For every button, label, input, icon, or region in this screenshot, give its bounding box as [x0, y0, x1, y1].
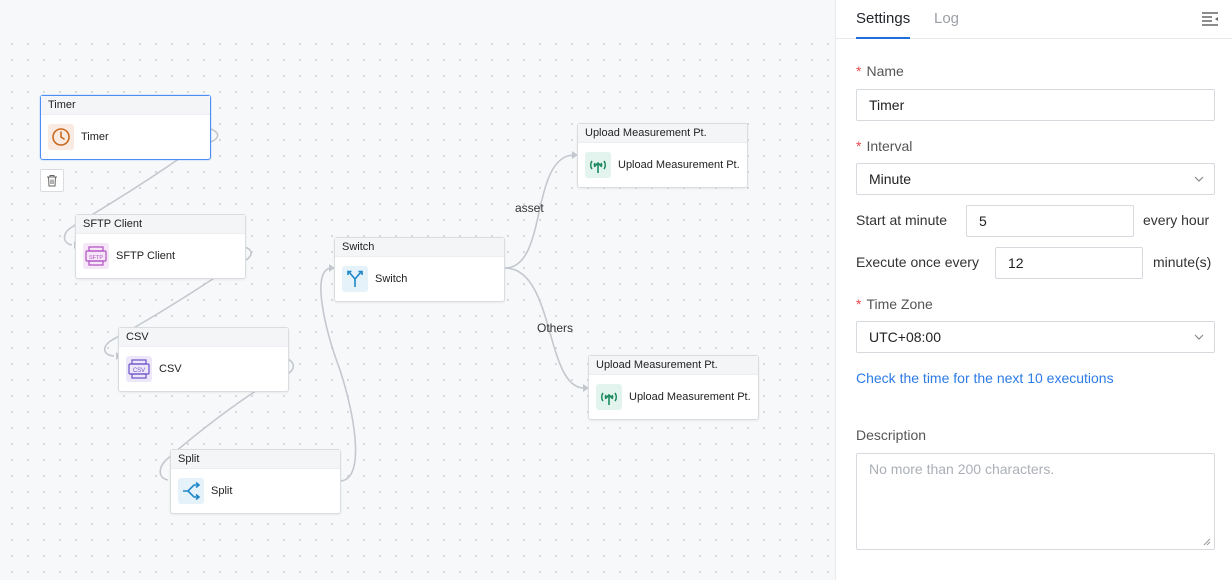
- node-label: Split: [211, 485, 233, 497]
- canvas-toolbar: [0, 0, 835, 42]
- upload-measurement-icon: [585, 152, 611, 178]
- collapse-panel-icon[interactable]: [1201, 11, 1219, 27]
- execute-every-label: Execute once every: [856, 254, 979, 270]
- timezone-label: *Time Zone: [856, 296, 933, 312]
- edge-switch-upload1: [504, 154, 574, 269]
- execute-every-input[interactable]: 12: [995, 247, 1143, 279]
- switch-icon: [342, 266, 368, 292]
- arrow-upload1: [572, 151, 578, 159]
- start-minute-label: Start at minute: [856, 212, 948, 228]
- node-title: SFTP Client: [76, 215, 245, 234]
- node-label: Timer: [81, 131, 109, 143]
- node-title: Upload Measurement Pt.: [589, 356, 758, 375]
- node-sftp-client[interactable]: SFTP Client SFTP SFTP Client: [75, 214, 246, 279]
- flow-canvas[interactable]: asset Others Timer Timer SFTP Client SFT…: [0, 0, 835, 580]
- resize-grip-icon[interactable]: [1203, 538, 1211, 546]
- node-title: Split: [171, 450, 340, 469]
- execute-every-suffix: minute(s): [1153, 254, 1212, 270]
- edge-switch-upload2: [504, 267, 585, 389]
- edge-sftp-csv: [103, 246, 252, 357]
- arrow-upload2: [583, 384, 589, 392]
- edge-timer-sftp: [63, 128, 219, 246]
- edge-split-switch: [320, 267, 357, 482]
- tab-settings[interactable]: Settings: [856, 10, 911, 39]
- panel-tabs: Settings Log: [836, 0, 1232, 39]
- name-label: *Name: [856, 63, 904, 79]
- node-upload-measurement-2[interactable]: Upload Measurement Pt. Upload Measuremen…: [588, 355, 759, 420]
- svg-text:SFTP: SFTP: [89, 255, 103, 261]
- node-title: Switch: [335, 238, 504, 257]
- interval-selected-value: Minute: [869, 171, 912, 187]
- tab-log[interactable]: Log: [934, 10, 960, 27]
- node-label: SFTP Client: [116, 250, 176, 262]
- upload-measurement-icon: [596, 384, 622, 410]
- settings-panel: Settings Log *Name Timer *Interval Minut…: [835, 0, 1232, 580]
- node-label: Switch: [375, 273, 408, 285]
- node-switch[interactable]: Switch Switch: [334, 237, 505, 302]
- node-timer[interactable]: Timer Timer: [40, 95, 211, 160]
- node-upload-measurement-1[interactable]: Upload Measurement Pt. Upload Measuremen…: [577, 123, 748, 188]
- node-title: Timer: [41, 96, 210, 115]
- interval-label: *Interval: [856, 138, 913, 154]
- edge-label-others: Others: [537, 321, 574, 335]
- chevron-down-icon: [1194, 176, 1204, 182]
- start-minute-input[interactable]: 5: [966, 205, 1134, 237]
- clock-icon: [48, 124, 74, 150]
- trash-icon: [47, 175, 57, 187]
- start-minute-suffix: every hour: [1143, 212, 1210, 228]
- name-input[interactable]: Timer: [856, 89, 1215, 121]
- edge-label-asset: asset: [515, 201, 544, 215]
- interval-select[interactable]: Minute: [856, 163, 1215, 195]
- node-label: CSV: [159, 363, 182, 375]
- svg-text:CSV: CSV: [133, 368, 145, 374]
- node-split[interactable]: Split Split: [170, 449, 341, 514]
- required-mark: *: [856, 138, 862, 154]
- timezone-selected-value: UTC+08:00: [869, 329, 941, 345]
- check-executions-link[interactable]: Check the time for the next 10 execution…: [856, 370, 1114, 386]
- description-placeholder: No more than 200 characters.: [869, 461, 1055, 477]
- split-icon: [178, 478, 204, 504]
- csv-icon: CSV: [126, 356, 152, 382]
- timezone-select[interactable]: UTC+08:00: [856, 321, 1215, 353]
- required-mark: *: [856, 63, 862, 79]
- required-mark: *: [856, 296, 862, 312]
- node-title: Upload Measurement Pt.: [578, 124, 747, 143]
- description-label: Description: [856, 427, 927, 443]
- node-label: Upload Measurement Pt.: [629, 391, 751, 403]
- chevron-down-icon: [1194, 334, 1204, 340]
- node-csv[interactable]: CSV CSV CSV: [118, 327, 289, 392]
- arrow-switch: [329, 264, 335, 272]
- node-title: CSV: [119, 328, 288, 347]
- edge-csv-split: [159, 358, 294, 481]
- node-label: Upload Measurement Pt.: [618, 159, 740, 171]
- sftp-icon: SFTP: [83, 243, 109, 269]
- description-textarea[interactable]: No more than 200 characters.: [856, 453, 1215, 550]
- delete-node-button[interactable]: [40, 169, 64, 192]
